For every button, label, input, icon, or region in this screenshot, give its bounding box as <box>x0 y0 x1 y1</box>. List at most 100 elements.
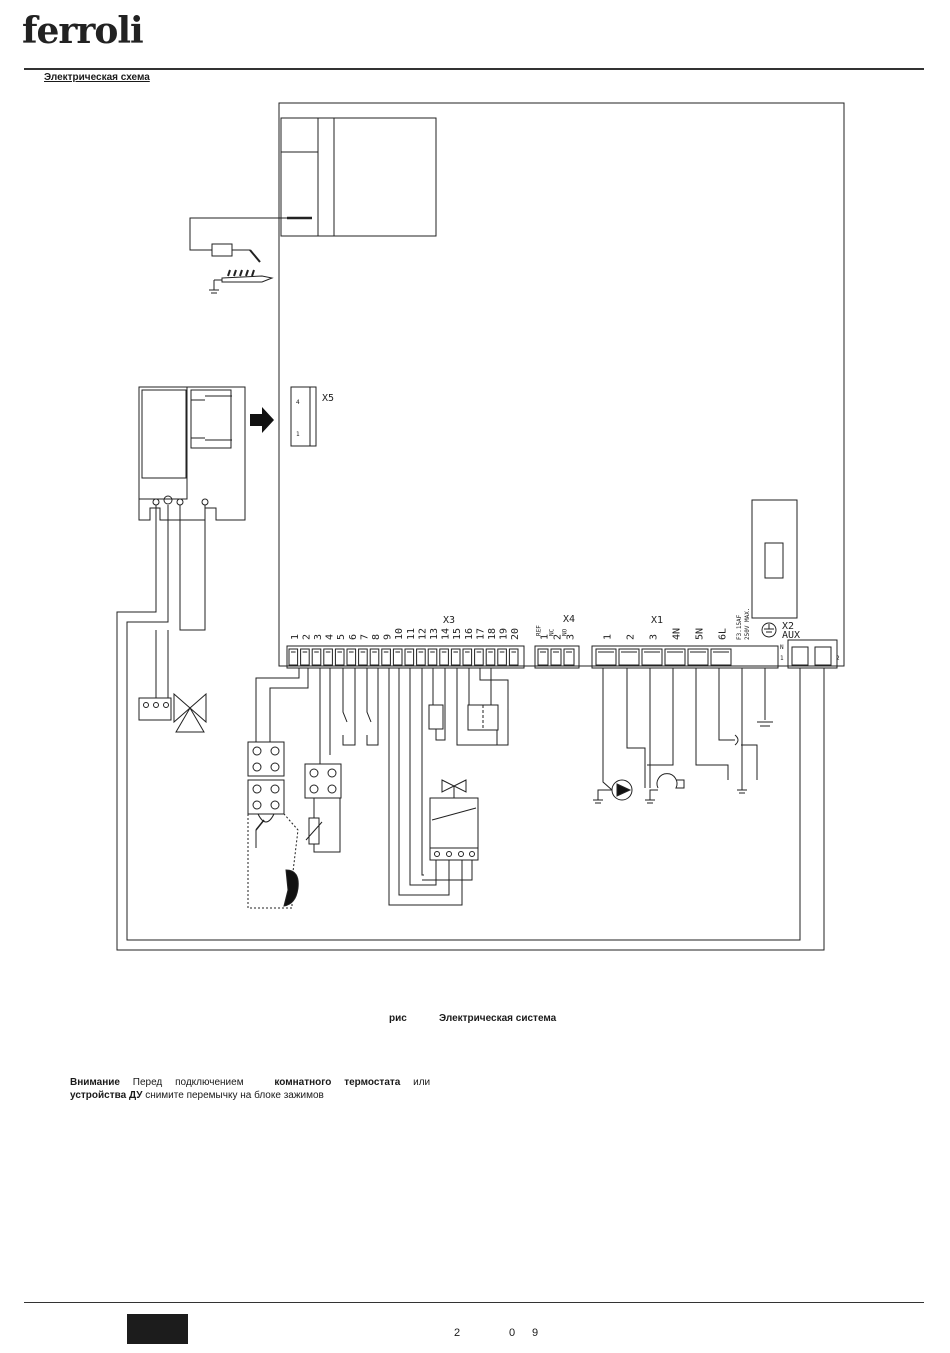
pressure-switches <box>343 668 378 745</box>
x3-terminal-15 <box>451 649 460 665</box>
x3-terminals <box>289 649 518 665</box>
figure-label: рис <box>389 1013 407 1024</box>
x3-pin-label-16: 16 <box>464 628 475 640</box>
x3-terminal-13 <box>428 649 437 665</box>
x1-pin-label-6L: 6L <box>718 628 729 640</box>
x3-terminal-12 <box>417 649 426 665</box>
x1-pin-label-5N: 5N <box>695 628 706 640</box>
fuse-rating-2: 250V MAX. <box>744 607 751 640</box>
terminal-strip-x2 <box>788 640 837 668</box>
x1-pin-label-4N: 4N <box>672 628 683 640</box>
x3-pin-label-8: 8 <box>371 634 382 640</box>
x4-pin-note-2: NC <box>549 628 556 636</box>
figure-caption: Электрическая система <box>439 1013 556 1024</box>
x3-pin-label-1: 1 <box>290 634 301 640</box>
outer-wiring <box>117 505 824 950</box>
ntc-sensor <box>305 668 341 852</box>
x4-label: X4 <box>563 614 575 625</box>
page-number-part-1: 2 <box>454 1327 460 1339</box>
x3-pin-label-6: 6 <box>348 634 359 640</box>
ground-symbol-icon <box>737 790 747 793</box>
x3-pin-label-7: 7 <box>359 634 370 640</box>
x1-pin-label-2: 2 <box>626 634 637 640</box>
x3-label: X3 <box>443 615 455 626</box>
x3-pin-label-12: 12 <box>417 628 428 640</box>
x4-terminal-1 <box>538 649 548 665</box>
fuse-rating-1: F3.15AF <box>736 614 743 640</box>
x4-pin-note-3: NO <box>562 628 569 636</box>
x3-terminal-11 <box>405 649 414 665</box>
x1-terminal-3 <box>642 649 662 665</box>
burner-icon <box>209 270 272 293</box>
modulator-coils <box>429 668 508 745</box>
x3-terminal-4 <box>324 649 333 665</box>
warning-notice: Внимание Перед подключением комнатного т… <box>70 1076 470 1102</box>
x3-terminal-3 <box>312 649 321 665</box>
x3-pin-label-13: 13 <box>429 628 440 640</box>
x4-terminal-3 <box>564 649 574 665</box>
x3-pin-label-2: 2 <box>301 634 312 640</box>
three-way-valve-icon <box>139 630 206 732</box>
display-module <box>139 387 245 520</box>
warning-word-3: подключением <box>175 1077 244 1088</box>
warning-word-5: термостата <box>344 1077 400 1088</box>
footer-language-tab <box>127 1314 188 1344</box>
control-board <box>279 103 844 666</box>
x5-label: X5 <box>322 393 334 404</box>
x3-pin-label-3: 3 <box>313 634 324 640</box>
x2-pin-2-label: 2 <box>836 655 840 662</box>
x3-terminal-7 <box>359 649 368 665</box>
x3-terminal-20 <box>509 649 518 665</box>
x2-pin-1-label: 1 <box>780 655 784 662</box>
connector-x5 <box>291 387 316 446</box>
ignition-unit <box>190 118 436 262</box>
x3-pin-label-4: 4 <box>325 634 336 640</box>
x3-terminal-1 <box>289 649 298 665</box>
x2-terminal-1 <box>792 647 808 665</box>
x1-terminal-1 <box>596 649 616 665</box>
x3-pin-label-18: 18 <box>487 628 498 640</box>
x3-terminal-16 <box>463 649 472 665</box>
aux-label: AUX <box>782 630 800 641</box>
x3-terminal-8 <box>370 649 379 665</box>
x2-n-label: N <box>780 644 784 651</box>
x3-terminal-10 <box>393 649 402 665</box>
fuse-holder <box>752 500 797 618</box>
x3-pin-label-19: 19 <box>499 628 510 640</box>
pump-fan-wiring <box>603 668 773 790</box>
warning-line2-text: снимите перемычку на блоке зажимов <box>145 1090 324 1101</box>
x3-pin-label-11: 11 <box>406 628 417 640</box>
x3-terminal-6 <box>347 649 356 665</box>
warning-word-4: комнатного <box>274 1077 331 1088</box>
x2-terminal-2 <box>815 647 831 665</box>
warning-word-1: Внимание <box>70 1077 120 1088</box>
warning-word-2: Перед <box>133 1077 163 1088</box>
x1-pin-label-3: 3 <box>649 634 660 640</box>
x1-pin-label-1: 1 <box>603 634 614 640</box>
x5-pin-1: 1 <box>296 431 300 438</box>
x4-terminal-2 <box>551 649 561 665</box>
x1-terminal-5N <box>688 649 708 665</box>
footer-divider <box>24 1302 924 1303</box>
warning-word-6: или <box>413 1077 430 1088</box>
x1-terminal-4N <box>665 649 685 665</box>
x3-terminal-18 <box>486 649 495 665</box>
x3-terminal-14 <box>440 649 449 665</box>
x3-terminal-9 <box>382 649 391 665</box>
x5-pin-4: 4 <box>296 399 300 406</box>
pump-icon <box>593 780 632 803</box>
page-number-part-2: 0 <box>509 1327 515 1339</box>
x3-terminal-17 <box>475 649 484 665</box>
x3-pin-label-9: 9 <box>383 634 394 640</box>
x3-pin-label-17: 17 <box>475 628 486 640</box>
x3-terminal-19 <box>498 649 507 665</box>
warning-line2-bold: устройства ДУ <box>70 1090 142 1101</box>
x1-terminal-2 <box>619 649 639 665</box>
x3-pin-label-10: 10 <box>394 628 405 640</box>
x3-pin-label-14: 14 <box>441 628 452 640</box>
x3-pin-label-5: 5 <box>336 634 347 640</box>
x3-pin-label-15: 15 <box>452 628 463 640</box>
x3-pin-label-20: 20 <box>510 628 521 640</box>
page-number-part-3: 9 <box>532 1327 538 1339</box>
